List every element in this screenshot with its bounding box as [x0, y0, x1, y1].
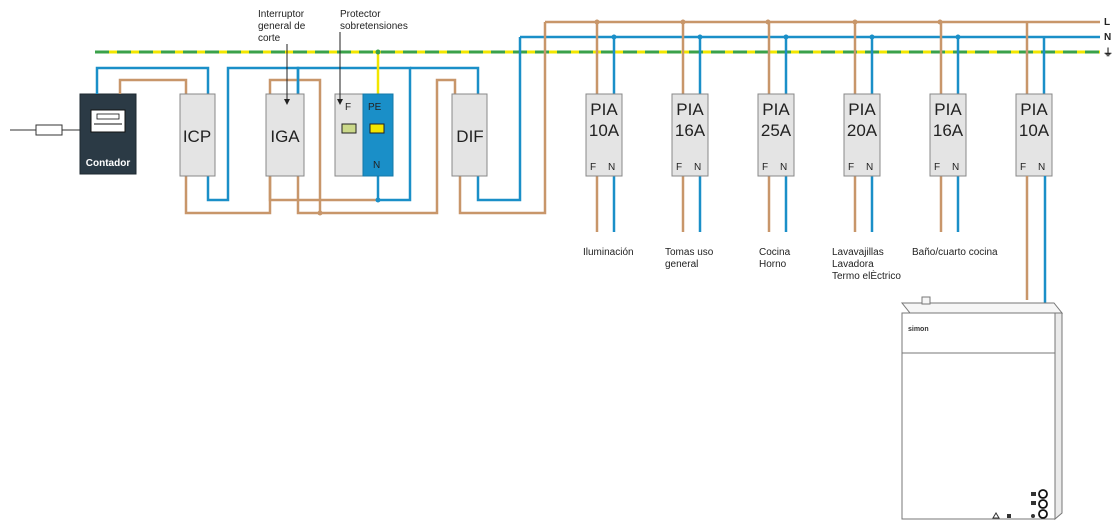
panel-brand-logo: simon — [908, 326, 929, 333]
annotations: Interruptor general de corte Protector s… — [258, 9, 408, 105]
panel-wifi-icon — [1031, 492, 1036, 496]
annotation-protector-line-1: Protector — [340, 9, 381, 20]
annotation-protector-line-2: sobretensiones — [340, 21, 408, 32]
circuit-label: Iluminación — [583, 247, 634, 258]
pia-neutral-label: N — [866, 162, 873, 173]
annotation-igc-line-1: Interruptor — [258, 9, 305, 20]
incoming-feeder — [10, 124, 80, 136]
pia-phase-label: F — [762, 162, 768, 173]
pia-neutral-label: N — [780, 162, 787, 173]
circuit-label: Cocina — [759, 247, 791, 258]
pia-body — [843, 93, 881, 177]
pia-phase-label: F — [590, 162, 596, 173]
annotation-igc-line-3: corte — [258, 33, 281, 44]
circuit-label: Tomas uso — [665, 247, 714, 258]
pia-neutral-label: N — [1038, 162, 1045, 173]
protector-neutral-label: N — [373, 160, 380, 171]
meter-display-icon — [90, 109, 126, 133]
protector-earth-label: PE — [368, 102, 382, 113]
pia-body — [585, 93, 623, 177]
pia-breaker: PIA 16A F N Baño/cuarto cocina — [912, 22, 998, 258]
meter-label: Contador — [86, 158, 131, 169]
protector-phase-label: F — [345, 102, 351, 113]
circuit-label: Horno — [759, 259, 787, 270]
circuit-label: general — [665, 259, 698, 270]
panel-button-icon — [1038, 509, 1048, 519]
pia-rating-label: 20A — [847, 121, 878, 140]
pia-body — [929, 93, 967, 177]
circuit-label: Lavavajillas — [832, 247, 884, 258]
icp-label: ICP — [183, 127, 211, 146]
annotation-igc-line-2: general de — [258, 21, 306, 32]
pia-neutral-label: N — [608, 162, 615, 173]
simon-panel: simon — [900, 296, 1064, 521]
pia-phase-label: F — [676, 162, 682, 173]
pia-rating-label: 16A — [675, 121, 706, 140]
pia-rating-label: 10A — [1019, 121, 1050, 140]
bus-legend: L N ⏚ — [1103, 17, 1113, 59]
legend-line-label: L — [1104, 17, 1110, 28]
fuse-icon — [35, 124, 63, 136]
pia-rating-label: 25A — [761, 121, 792, 140]
icp-device: ICP — [179, 93, 216, 177]
pia-name-label: PIA — [1020, 100, 1048, 119]
panel-button-icon — [1038, 499, 1048, 509]
pia-breaker: PIA 10A F N — [1015, 22, 1053, 177]
panel-controls — [992, 489, 1048, 519]
arrow-icon — [337, 99, 343, 105]
meter: Contador — [79, 93, 137, 175]
pia-name-label: PIA — [676, 100, 704, 119]
panel-warning-icon — [992, 512, 1000, 519]
pia-breakers: PIA 10A F N Iluminación PIA 16A F N Tomas usogene… — [583, 22, 1053, 282]
panel-mute-icon — [1031, 501, 1036, 505]
pia-breaker: PIA 10A F N Iluminación — [583, 22, 634, 258]
pia-body — [1015, 93, 1053, 177]
dif-device: DIF — [451, 93, 488, 177]
pia-phase-label: F — [848, 162, 854, 173]
pia-rating-label: 10A — [589, 121, 620, 140]
dif-label: DIF — [456, 127, 483, 146]
iga-label: IGA — [270, 127, 300, 146]
surge-protector: F PE N — [334, 93, 394, 177]
pia-phase-label: F — [1020, 162, 1026, 173]
pia-rating-label: 16A — [933, 121, 964, 140]
panel-key-icon — [1031, 514, 1035, 518]
pia-neutral-label: N — [694, 162, 701, 173]
main-wiring — [95, 22, 547, 215]
pia-neutral-label: N — [952, 162, 959, 173]
pia-body — [757, 93, 795, 177]
panel-feed-wires — [1025, 176, 1047, 305]
panel-button-icon — [1038, 489, 1048, 499]
circuit-label: Termo elÈctrico — [832, 269, 901, 282]
pia-phase-label: F — [934, 162, 940, 173]
pia-name-label: PIA — [762, 100, 790, 119]
circuit-label: Baño/cuarto cocina — [912, 247, 998, 258]
arrow-icon — [284, 99, 290, 105]
circuit-label: Lavadora — [832, 259, 874, 270]
legend-neutral-label: N — [1104, 32, 1111, 43]
pia-name-label: PIA — [848, 100, 876, 119]
legend-earth-icon: ⏚ — [1103, 47, 1113, 59]
protector-indicator-icon — [341, 123, 357, 134]
iga-device: IGA — [265, 93, 305, 177]
pia-body — [671, 93, 709, 177]
protector-earth-indicator-icon — [369, 123, 385, 134]
pia-name-label: PIA — [590, 100, 618, 119]
pia-name-label: PIA — [934, 100, 962, 119]
panel-lock-icon — [1007, 514, 1011, 518]
